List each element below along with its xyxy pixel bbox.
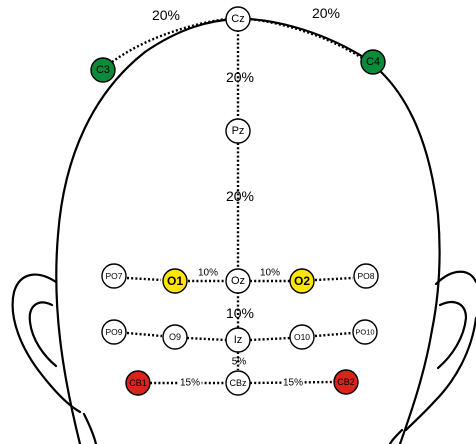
electrode-c3-marker: [90, 57, 116, 83]
electrode-po8-marker: [353, 263, 379, 289]
electrode-po9: PO9: [101, 319, 127, 345]
left-ear-inner: [28, 301, 58, 368]
electrode-oz: Oz: [225, 268, 251, 294]
left-neck-line: [82, 412, 98, 444]
electrode-po10-marker: [352, 319, 378, 345]
electrode-iz-label: Iz: [234, 334, 243, 346]
line-cbz-cb2: [249, 380, 335, 385]
distance-label-cz-c4: 20%: [312, 5, 340, 21]
distance-label-cz-pz: 20%: [226, 69, 254, 85]
electrode-o1-marker: [162, 268, 188, 294]
electrode-po8: PO8: [353, 263, 379, 289]
electrode-o10-label: O10: [294, 332, 310, 342]
arc-cz-c4: [249, 17, 363, 60]
electrode-po8-label: PO8: [357, 271, 374, 281]
electrode-po9-label: PO9: [105, 327, 122, 337]
electrode-cbz-marker: [225, 370, 251, 396]
electrode-o2: O2: [289, 268, 315, 294]
electrode-oz-marker: [225, 268, 251, 294]
electrode-o10: O10: [289, 324, 315, 350]
electrode-cz-marker: [225, 6, 251, 32]
left-ear-outline: [11, 273, 82, 414]
electrode-c3: C3: [90, 57, 116, 83]
distance-labels: 20% 20% 20% 20% 10% 10% 10% 5% 15% 15%: [152, 5, 340, 391]
electrode-po10-label: PO10: [355, 328, 374, 337]
electrode-cb1-label: CB1: [129, 378, 147, 388]
electrode-pz-marker: [225, 118, 251, 144]
distance-label-oz-o2: 10%: [260, 268, 280, 279]
electrode-o2-marker: [289, 268, 315, 294]
electrode-o2-label: O2: [294, 274, 310, 288]
head-outline: [11, 17, 476, 444]
distance-label-c3-cz: 20%: [152, 7, 180, 23]
distance-label-iz-cbz: 5%: [232, 357, 247, 368]
electrode-cb2: CB2: [333, 369, 359, 395]
head-crown-outline: [55, 17, 441, 444]
electrode-po9-marker: [101, 319, 127, 345]
electrode-o9-marker: [162, 324, 188, 350]
electrode-o9-label: O9: [169, 332, 181, 342]
electrode-cb1: CB1: [125, 370, 151, 396]
right-ear-lower: [404, 316, 476, 432]
electrode-iz-marker: [225, 327, 251, 353]
electrode-cbz-label: CBz: [229, 378, 247, 388]
arc-c3-cz: [111, 17, 227, 63]
distance-label-cb1-cbz: 15%: [180, 378, 200, 389]
electrode-pz-label: Pz: [232, 125, 245, 137]
line-o2-po8: [314, 276, 354, 282]
electrode-po7-marker: [101, 263, 127, 289]
line-po7-o1: [126, 276, 162, 282]
electrode-oz-label: Oz: [231, 275, 245, 287]
electrode-o10-marker: [289, 324, 315, 350]
measurement-lines: [111, 17, 363, 385]
electrode-cb1-marker: [125, 370, 151, 396]
electrode-cz: Cz: [225, 6, 251, 32]
right-ear-inner: [436, 301, 468, 370]
distance-label-pz-oz: 20%: [226, 188, 254, 204]
line-o9-iz: [186, 336, 227, 342]
electrode-c4-marker: [360, 49, 386, 75]
distance-label-oz-iz: 10%: [226, 305, 254, 321]
distance-label-o1-oz: 10%: [198, 268, 218, 279]
electrode-cz-label: Cz: [231, 13, 244, 25]
line-iz-o10: [249, 336, 291, 342]
right-ear-outline: [434, 270, 476, 286]
electrode-iz: Iz: [225, 327, 251, 353]
distance-label-cbz-cb2: 15%: [283, 378, 303, 389]
electrode-cbz: CBz: [225, 370, 251, 396]
electrode-po10: PO10: [352, 319, 378, 345]
electrode-o9: O9: [162, 324, 188, 350]
right-neck-line: [388, 428, 404, 444]
electrode-po7: PO7: [101, 263, 127, 289]
electrode-pz: Pz: [225, 118, 251, 144]
line-po9-o9: [126, 331, 163, 338]
electrode-o1-label: O1: [167, 274, 183, 288]
electrode-c3-label: C3: [96, 64, 110, 76]
electrodes: Cz C3 C4 Pz PO7 O1 Oz O2: [90, 6, 386, 396]
line-o10-po10: [314, 331, 353, 338]
electrode-o1: O1: [162, 268, 188, 294]
electrode-c4: C4: [360, 49, 386, 75]
electrode-po7-label: PO7: [105, 271, 122, 281]
electrode-cb2-marker: [333, 369, 359, 395]
electrode-cb2-label: CB2: [337, 377, 355, 387]
electrode-c4-label: C4: [366, 56, 380, 68]
